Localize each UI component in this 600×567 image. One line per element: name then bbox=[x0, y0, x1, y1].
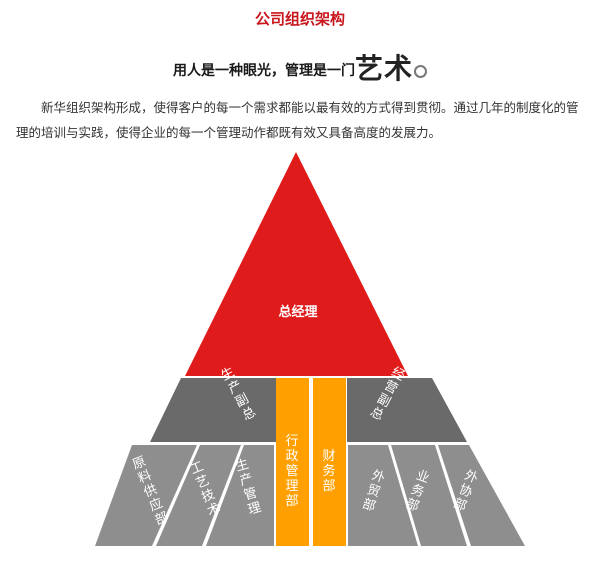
dept-block-process-tech bbox=[156, 445, 241, 546]
business-deputy-block bbox=[347, 378, 467, 442]
dept-label-foreign-trade: 外贸部 bbox=[360, 468, 386, 515]
circle-icon bbox=[414, 65, 427, 78]
dept-label-production-mgmt: 生产管理 bbox=[234, 457, 263, 518]
slogan-highlight: 艺术 bbox=[354, 52, 413, 85]
finance-dept-column bbox=[313, 378, 346, 546]
page-title: 公司组织架构 bbox=[254, 10, 345, 28]
business-deputy-label: 经营副总 bbox=[367, 365, 407, 424]
dept-label-outsourcing: 外协部 bbox=[451, 468, 480, 515]
admin-dept-column bbox=[276, 378, 309, 546]
intro-paragraph: 新华组织架构形成，使得客户的每一个需求都能以最有效的方式得到贯彻。通过几年的制度… bbox=[16, 100, 579, 140]
dept-block-foreign-trade bbox=[348, 445, 418, 546]
general-manager-label: 总经理 bbox=[278, 304, 317, 320]
dept-block-raw-materials bbox=[95, 445, 197, 546]
finance-dept-label: 财务部 bbox=[322, 449, 335, 494]
dept-block-sales bbox=[391, 445, 467, 546]
dept-label-process-tech: 工艺技术 bbox=[188, 459, 223, 520]
production-deputy-block bbox=[150, 378, 276, 442]
slogan: 用人是一种眼光，管理是一门艺术 bbox=[0, 44, 600, 85]
general-manager-block bbox=[185, 152, 408, 376]
dept-block-outsourcing bbox=[438, 445, 525, 546]
production-deputy-label: 生产副总 bbox=[219, 365, 259, 424]
slogan-lead: 用人是一种眼光，管理是一门 bbox=[172, 63, 355, 79]
dept-block-production-mgmt bbox=[206, 445, 274, 546]
dept-label-sales: 业务部 bbox=[404, 468, 432, 515]
dept-label-raw-materials: 原料供应部 bbox=[130, 454, 170, 528]
admin-dept-label: 行政管理部 bbox=[285, 434, 298, 509]
